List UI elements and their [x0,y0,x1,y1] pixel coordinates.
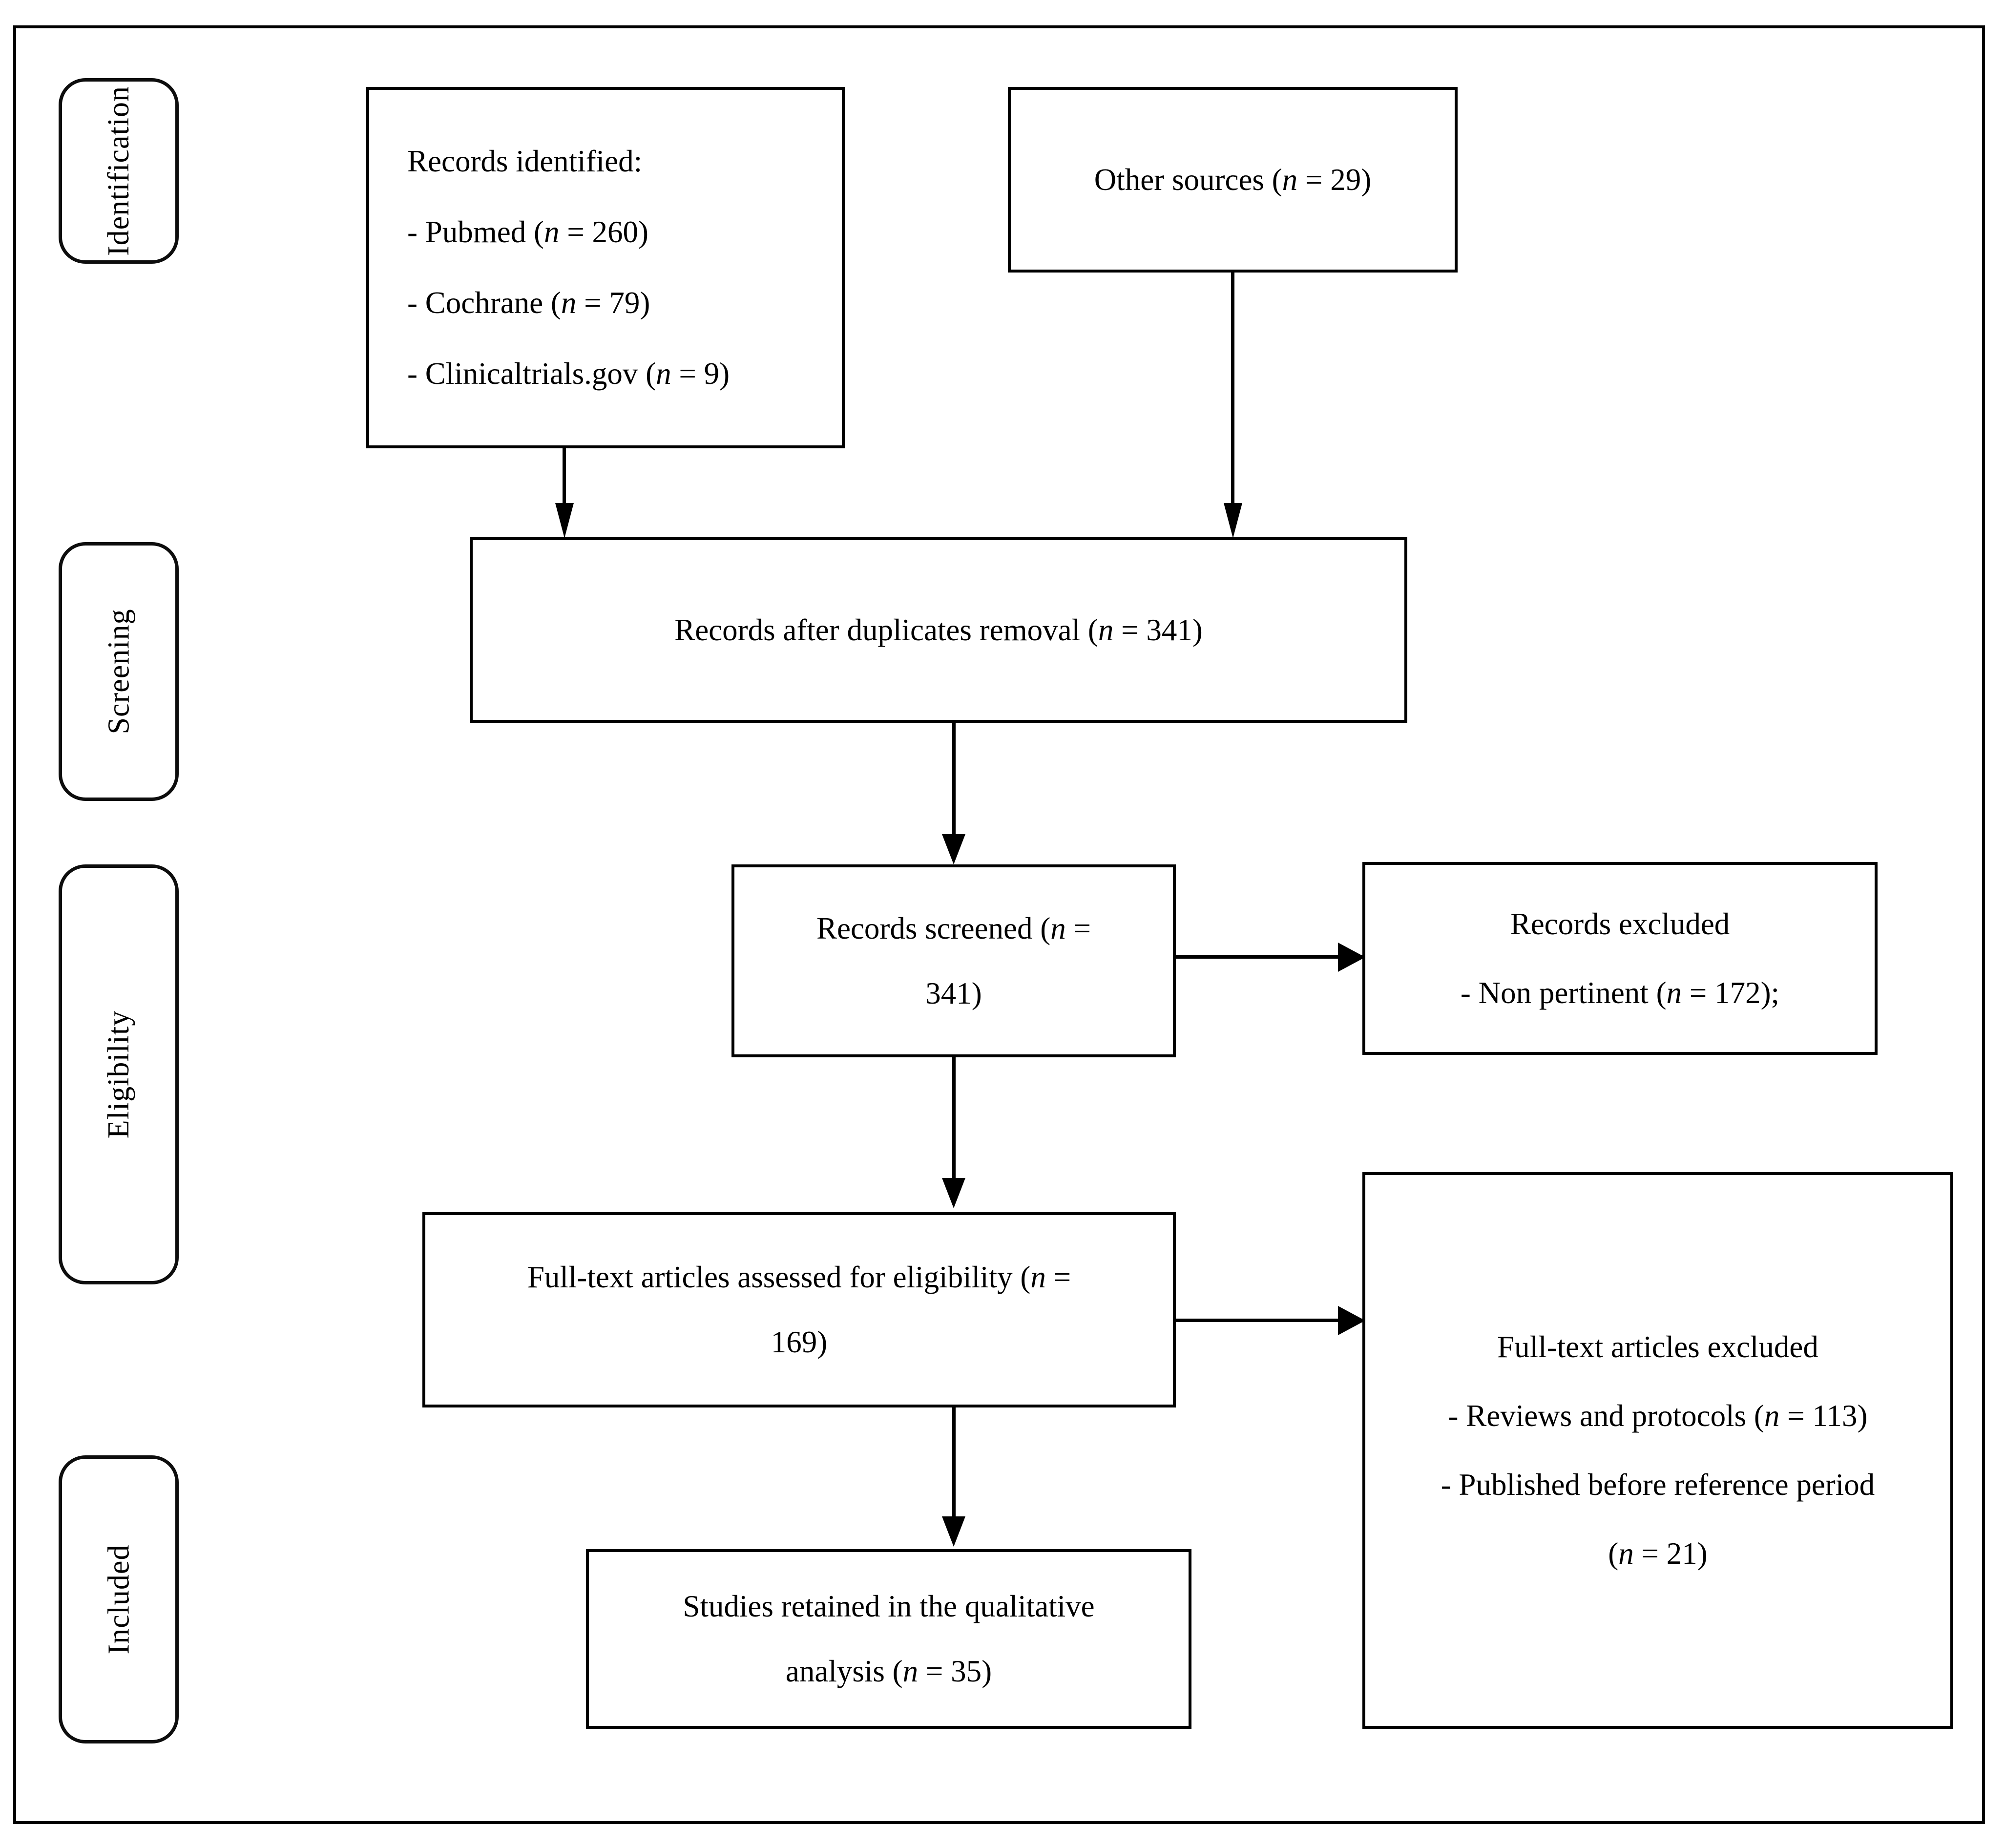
connector-duplicates-to-screened-arrow [942,834,965,864]
stage-label-screening-text: Screening [102,609,136,735]
records-excluded-reason: - Non pertinent (n = 172); [1460,975,1780,1010]
connector-screened-to-excluded-line [1176,955,1371,959]
box-fulltext-excluded: Full-text articles excluded - Reviews an… [1362,1172,1953,1729]
records-screened-line2: 341) [925,976,982,1010]
connector-identified-to-duplicates-line [563,448,566,524]
box-records-screened: Records screened (n = 341) [731,864,1176,1057]
stage-label-included-text: Included [102,1544,135,1655]
stage-label-screening: Screening [59,542,179,801]
records-identified-source-cochrane: - Cochrane (n = 79) [407,286,650,320]
connector-fulltext-to-excluded-line [1176,1319,1371,1322]
box-studies-retained: Studies retained in the qualitative anal… [586,1549,1191,1729]
fulltext-excluded-heading: Full-text articles excluded [1497,1330,1818,1364]
box-records-after-duplicates: Records after duplicates removal (n = 34… [470,537,1407,723]
records-after-duplicates-text: Records after duplicates removal (n = 34… [674,612,1203,647]
records-identified-source-clinicaltrials: - Clinicaltrials.gov (n = 9) [407,357,730,391]
box-records-identified: Records identified: - Pubmed (n = 260) -… [366,87,845,448]
stage-label-included: Included [59,1455,179,1743]
connector-fulltext-to-retained-line [952,1407,956,1530]
connector-fulltext-to-excluded-arrow [1338,1306,1365,1335]
connector-fulltext-to-retained-arrow [942,1516,965,1547]
fulltext-excluded-reason-reviews: - Reviews and protocols (n = 113) [1448,1399,1868,1433]
box-other-sources: Other sources (n = 29) [1008,87,1458,273]
stage-label-eligibility-text: Eligibility [102,1010,136,1139]
records-screened-line1: Records screened (n = [816,911,1091,945]
stage-label-identification-text: Identification [102,86,136,256]
fulltext-assessed-line2: 169) [771,1325,828,1359]
connector-screened-to-fulltext-arrow [942,1178,965,1208]
fulltext-assessed-line1: Full-text articles assessed for eligibil… [527,1260,1071,1294]
fulltext-excluded-reason-published-count: (n = 21) [1608,1536,1708,1571]
diagram-outer-frame [13,25,1985,1824]
other-sources-text: Other sources (n = 29) [1094,162,1372,197]
records-excluded-heading: Records excluded [1510,906,1730,941]
studies-retained-line1: Studies retained in the qualitative [683,1589,1095,1623]
box-records-excluded: Records excluded - Non pertinent (n = 17… [1362,862,1878,1055]
connector-othersources-to-duplicates-line [1231,273,1234,524]
connector-duplicates-to-screened-line [952,723,956,840]
studies-retained-line2: analysis (n = 35) [785,1654,992,1688]
stage-label-eligibility: Eligibility [59,864,179,1284]
connector-screened-to-fulltext-line [952,1057,956,1184]
connector-screened-to-excluded-arrow [1338,943,1365,972]
stage-label-identification: Identification [59,78,179,264]
connector-identified-to-duplicates-arrow [555,503,574,538]
records-identified-source-pubmed: - Pubmed (n = 260) [407,215,648,249]
records-identified-heading: Records identified: [407,144,643,178]
box-fulltext-assessed: Full-text articles assessed for eligibil… [422,1212,1176,1407]
fulltext-excluded-reason-published: - Published before reference period [1441,1468,1875,1502]
connector-othersources-to-duplicates-arrow [1224,503,1242,538]
